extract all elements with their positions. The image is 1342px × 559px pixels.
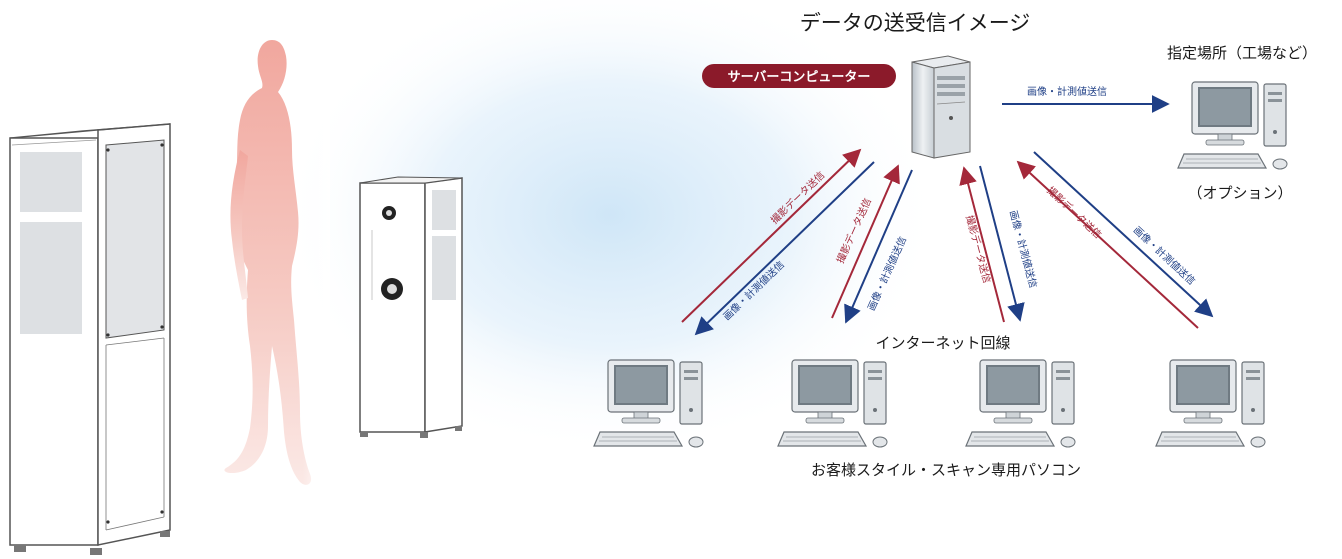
arrow-scan-data-pc1 — [681, 148, 862, 323]
option-label: （オプション） — [1187, 184, 1292, 202]
client-pcs-label: お客様スタイル・スキャン専用パソコン — [811, 461, 1081, 479]
server-label: サーバーコンピューター — [728, 70, 871, 85]
arrow-measure-pc3 — [979, 165, 1025, 322]
designated-place-label: 指定場所（工場など） — [1167, 44, 1317, 62]
client-pc-3 — [965, 359, 1076, 448]
scanner-unit-icon — [359, 176, 463, 438]
arrow-measure-pc4 — [1033, 151, 1214, 318]
arrow-scan-data-pc3 — [959, 166, 1005, 323]
tower-server-icon — [911, 55, 971, 159]
scanner-booth-icon — [9, 123, 171, 555]
client-pc-2 — [777, 359, 888, 448]
internet-line-label: インターネット回線 — [875, 334, 1010, 352]
arrow-pair-pc4: 撮影データ送信 画像・計測値送信 — [1016, 151, 1214, 329]
client-pc-4 — [1155, 359, 1266, 448]
desktop-pc-icon — [1177, 81, 1288, 170]
arrow-pair-pc3: 撮影データ送信 画像・計測値送信 — [959, 165, 1040, 323]
arrow-scan-data-pc4 — [1016, 160, 1199, 329]
arrow-to-designated-place-label: 画像・計測値送信 — [1027, 85, 1107, 98]
arrow-measure-pc2 — [844, 169, 913, 324]
arrow-measure-pc1 — [694, 161, 875, 336]
diagram-title: データの送受信イメージ — [800, 11, 1031, 35]
arrow-scan-data-pc2 — [831, 164, 900, 319]
arrow-scan-data-pc4-label: 撮影データ送信 — [1044, 184, 1104, 241]
arrow-measure-pc3-label: 画像・計測値送信 — [1007, 209, 1040, 290]
arrow-measure-pc4-label: 画像・計測値送信 — [1131, 223, 1198, 287]
person-silhouette-icon — [220, 30, 330, 500]
server-badge: サーバーコンピューター — [702, 64, 896, 88]
